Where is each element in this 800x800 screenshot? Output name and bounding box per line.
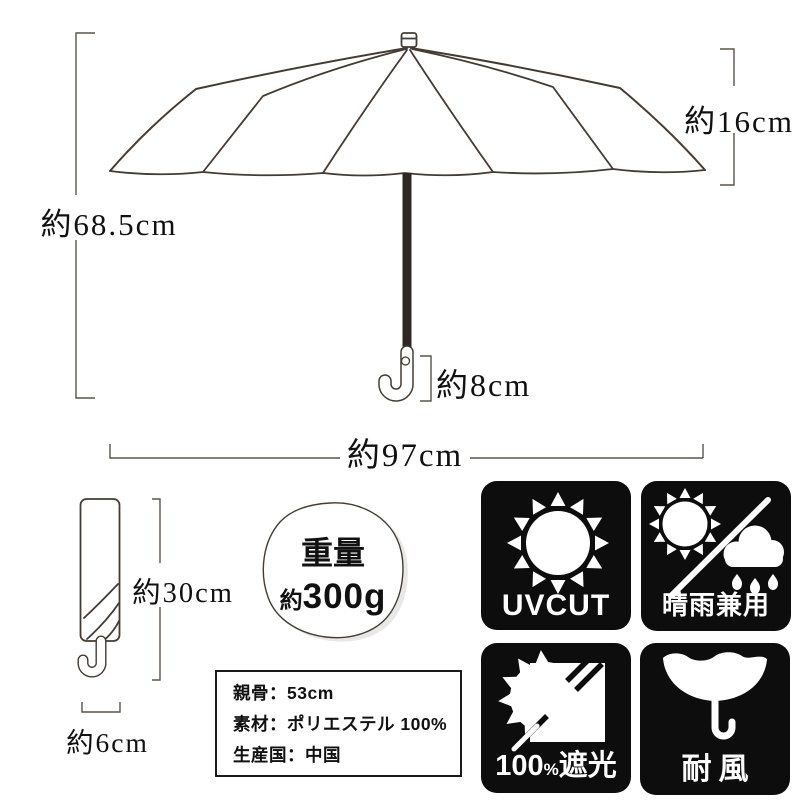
folded-width-label: 約6cm [66,727,149,758]
weight-value: 約300g [256,577,410,617]
spec-row-material: 素材：ポリエステル 100% [233,714,448,734]
canopy-depth-label: 約16cm [684,104,794,139]
folded-height-bracket [152,498,161,681]
handle-bracket [420,355,432,402]
weight-badge-blob [262,502,408,642]
folded-height-label: 約30cm [132,578,234,609]
uv-cut-label: UVCUT [501,589,611,622]
sun-blocked-icon [497,649,605,752]
weight-number: 300g [302,577,387,616]
width-dimension-line [109,444,704,459]
open-umbrella-drawing [109,32,706,402]
rain-cloud-icon [723,525,784,594]
canopy-right-edge [410,47,706,171]
height-bracket [75,32,95,399]
top-cap [400,32,418,48]
slash-icon [668,497,771,599]
all-weather-badge: 晴雨兼用 [641,481,791,631]
canopy-left-edge [109,47,408,172]
wind-resistant-label: 耐風 [681,753,756,786]
spec-box: 親骨：53cm 素材：ポリエステル 100% 生産国：中国 [215,670,462,777]
weight-title: 重量 [300,535,365,571]
full-shading-label: 100%遮光 [495,750,617,782]
spec-row-rib: 親骨：53cm [233,683,334,703]
uv-cut-badge: UVCUT [481,481,631,630]
hook-handle [378,345,414,402]
dimension-brackets [75,32,735,713]
open-width-label: 約97cm [346,438,464,474]
inverted-umbrella-icon [663,652,767,740]
sun-icon [507,492,609,594]
full-shading-badge: 100%遮光 [481,643,631,793]
shaft [402,173,412,353]
folded-hook-handle [77,635,107,678]
handle-length-label: 約8cm [436,367,532,403]
all-weather-label: 晴雨兼用 [661,590,770,620]
open-height-label: 約68.5cm [40,207,178,242]
folded-umbrella-drawing [77,498,121,678]
folded-width-bracket [81,702,121,713]
sun-slash-rain-icon [649,488,784,599]
depth-bracket [720,48,735,186]
wind-resistant-badge: 耐風 [640,643,790,795]
weight-approx: 約 [279,587,303,613]
spec-row-origin: 生産国：中国 [233,745,341,765]
